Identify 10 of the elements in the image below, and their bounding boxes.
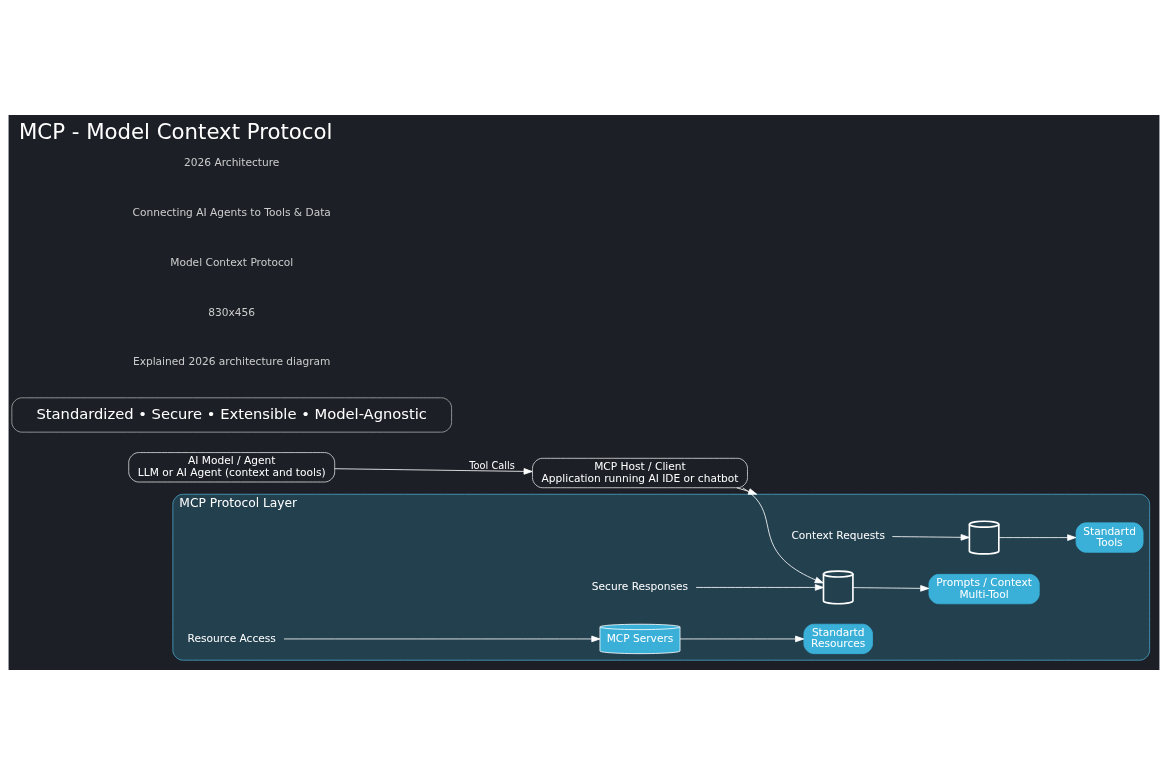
label: 830x456 [208,305,256,319]
label: 2026 Architecture [184,155,280,169]
edge-label: Tool Calls [469,459,515,471]
label: Model Context Protocol [170,255,294,269]
node-text: Context Requests [791,528,885,542]
label: Explained 2026 architecture diagram [132,354,331,368]
node-text: Resource Access [187,631,276,645]
label: Connecting AI Agents to Tools & Data [132,205,331,219]
diagram-title: MCP - Model Context Protocol [19,118,333,144]
node-text: Secure Responses [591,579,689,593]
